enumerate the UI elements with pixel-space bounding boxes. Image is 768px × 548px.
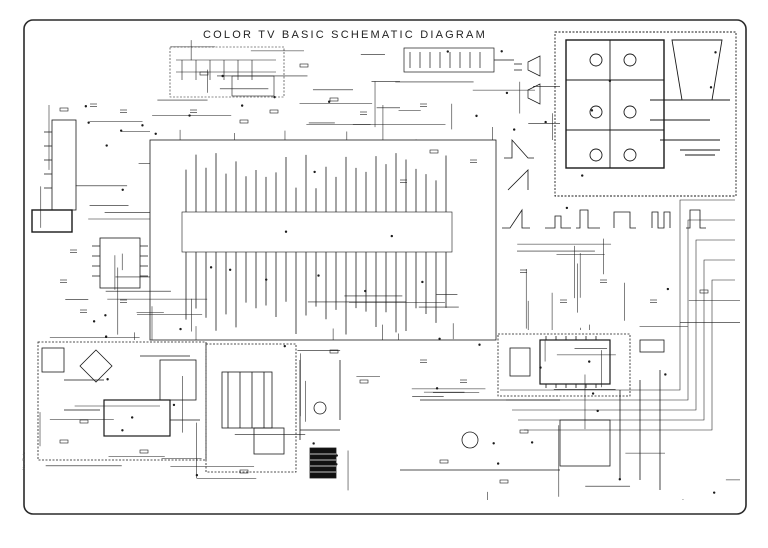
crt-board-block — [554, 31, 737, 197]
audio-ic-block — [403, 47, 541, 105]
components — [59, 50, 717, 494]
input-jack-block — [31, 119, 148, 289]
tuner-block — [299, 360, 341, 479]
diagram-title: COLOR TV BASIC SCHEMATIC DIAGRAM — [203, 29, 487, 41]
vertical-output-block — [400, 370, 661, 490]
micro-controller-block — [497, 333, 665, 397]
wiring — [39, 40, 740, 500]
main-ic-block — [149, 139, 497, 341]
side-note: New Parts — [21, 451, 26, 470]
horizontal-output-block — [205, 343, 297, 473]
remote-receiver-block — [169, 46, 285, 98]
waveform-panel — [502, 138, 706, 229]
sheet-border — [23, 19, 747, 515]
power-supply-block — [37, 341, 207, 461]
